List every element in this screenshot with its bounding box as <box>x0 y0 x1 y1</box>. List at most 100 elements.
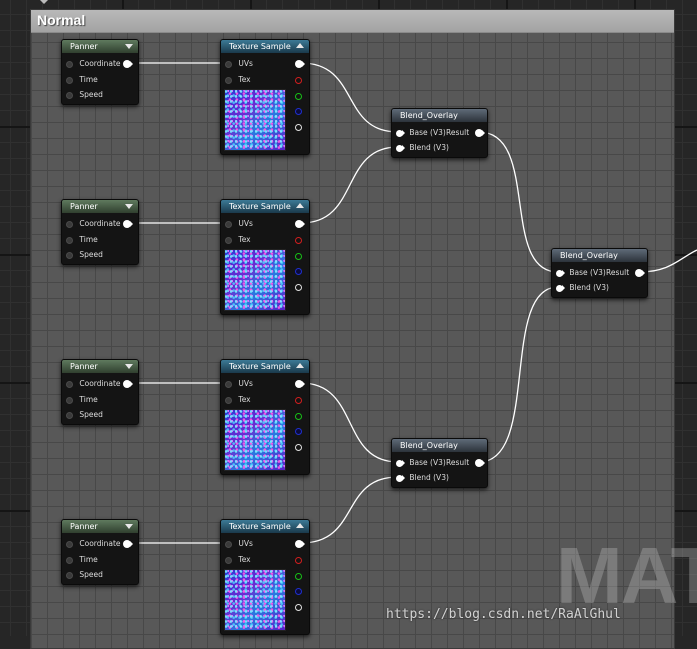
input-pin-icon[interactable] <box>225 556 232 564</box>
white-data-pin-icon[interactable] <box>396 474 403 482</box>
white-data-pin-icon[interactable] <box>123 220 131 228</box>
white-data-pin-icon[interactable] <box>295 60 303 68</box>
texture-output-a[interactable] <box>295 441 302 453</box>
texture-output-g[interactable] <box>295 410 302 422</box>
blend-overlay-node-1[interactable]: Blend_Overlay Base (V3) Blend (V3) Resul… <box>391 108 488 158</box>
red-channel-pin-icon[interactable] <box>295 556 302 564</box>
chevron-down-icon[interactable] <box>125 204 133 209</box>
white-data-pin-icon[interactable] <box>123 60 131 68</box>
white-data-pin-icon[interactable] <box>634 269 643 277</box>
texture-output-b[interactable] <box>295 265 302 277</box>
texture-output-b[interactable] <box>295 105 302 117</box>
panner-output-pin[interactable] <box>123 538 133 550</box>
white-data-pin-icon[interactable] <box>396 459 403 467</box>
green-channel-pin-icon[interactable] <box>295 572 302 580</box>
input-pin-icon[interactable] <box>225 76 232 84</box>
green-channel-pin-icon[interactable] <box>295 92 302 100</box>
input-pin-icon[interactable] <box>225 380 232 388</box>
white-data-pin-icon[interactable] <box>556 269 563 277</box>
alpha-channel-pin-icon[interactable] <box>295 443 302 451</box>
texture-node-header[interactable]: Texture Sample <box>221 40 309 53</box>
blend-node-header[interactable]: Blend_Overlay <box>552 249 647 262</box>
texture-output-g[interactable] <box>295 90 302 102</box>
texture-node-header[interactable]: Texture Sample <box>221 520 309 533</box>
panner-node-header[interactable]: Panner <box>62 360 138 373</box>
texture-output-b[interactable] <box>295 425 302 437</box>
green-channel-pin-icon[interactable] <box>295 252 302 260</box>
input-pin-icon[interactable] <box>66 251 73 259</box>
chevron-down-icon[interactable] <box>125 524 133 529</box>
input-pin-icon[interactable] <box>66 76 73 84</box>
green-channel-pin-icon[interactable] <box>295 412 302 420</box>
chevron-down-icon[interactable] <box>125 44 133 49</box>
chevron-up-icon[interactable] <box>296 43 304 48</box>
white-data-pin-icon[interactable] <box>396 144 403 152</box>
input-pin-icon[interactable] <box>66 556 73 564</box>
blue-channel-pin-icon[interactable] <box>295 107 302 115</box>
input-pin-icon[interactable] <box>66 220 73 228</box>
white-data-pin-icon[interactable] <box>123 540 131 548</box>
input-pin-icon[interactable] <box>225 396 232 404</box>
blend-overlay-node-2[interactable]: Blend_Overlay Base (V3) Blend (V3) Resul… <box>551 248 648 298</box>
chevron-up-icon[interactable] <box>296 523 304 528</box>
chevron-up-icon[interactable] <box>296 203 304 208</box>
blue-channel-pin-icon[interactable] <box>295 427 302 435</box>
input-pin-icon[interactable] <box>66 571 73 579</box>
texture-output-b[interactable] <box>295 585 302 597</box>
texture-output-rgb[interactable] <box>295 58 305 70</box>
blue-channel-pin-icon[interactable] <box>295 267 302 275</box>
texture-output-a[interactable] <box>295 281 302 293</box>
input-pin-icon[interactable] <box>66 60 73 68</box>
texture-output-g[interactable] <box>295 250 302 262</box>
white-data-pin-icon[interactable] <box>295 540 303 548</box>
panner-node-2[interactable]: Panner Coordinate Time Speed <box>61 199 139 265</box>
input-pin-icon[interactable] <box>66 380 73 388</box>
blue-channel-pin-icon[interactable] <box>295 587 302 595</box>
panner-node-header[interactable]: Panner <box>62 40 138 53</box>
comment-header[interactable]: Normal <box>31 10 674 33</box>
panner-node-header[interactable]: Panner <box>62 200 138 213</box>
white-data-pin-icon[interactable] <box>474 459 483 467</box>
input-pin-icon[interactable] <box>66 236 73 244</box>
blend-node-header[interactable]: Blend_Overlay <box>392 109 487 122</box>
texture-output-r[interactable] <box>295 74 302 86</box>
chevron-up-icon[interactable] <box>296 363 304 368</box>
texture-node-header[interactable]: Texture Sample <box>221 200 309 213</box>
texture-output-g[interactable] <box>295 570 302 582</box>
texture-output-rgb[interactable] <box>295 378 305 390</box>
white-data-pin-icon[interactable] <box>295 380 303 388</box>
panner-node-1[interactable]: Panner Coordinate Time Speed <box>61 39 139 105</box>
input-pin-icon[interactable] <box>225 236 232 244</box>
texture-node-header[interactable]: Texture Sample <box>221 360 309 373</box>
input-pin-icon[interactable] <box>66 411 73 419</box>
panner-output-pin[interactable] <box>123 218 133 230</box>
texture-sample-node-4[interactable]: Texture Sample UVs Tex <box>220 519 310 635</box>
panner-output-pin[interactable] <box>123 58 133 70</box>
panner-node-header[interactable]: Panner <box>62 520 138 533</box>
panner-node-3[interactable]: Panner Coordinate Time Speed <box>61 359 139 425</box>
texture-output-rgb[interactable] <box>295 218 305 230</box>
texture-output-r[interactable] <box>295 234 302 246</box>
red-channel-pin-icon[interactable] <box>295 76 302 84</box>
alpha-channel-pin-icon[interactable] <box>295 123 302 131</box>
white-data-pin-icon[interactable] <box>474 129 483 137</box>
texture-sample-node-3[interactable]: Texture Sample UVs Tex <box>220 359 310 475</box>
input-pin-icon[interactable] <box>225 60 232 68</box>
white-data-pin-icon[interactable] <box>295 220 303 228</box>
texture-output-a[interactable] <box>295 121 302 133</box>
alpha-channel-pin-icon[interactable] <box>295 283 302 291</box>
white-data-pin-icon[interactable] <box>556 284 563 292</box>
texture-output-a[interactable] <box>295 601 302 613</box>
texture-output-r[interactable] <box>295 554 302 566</box>
panner-node-4[interactable]: Panner Coordinate Time Speed <box>61 519 139 585</box>
input-pin-icon[interactable] <box>225 540 232 548</box>
texture-sample-node-1[interactable]: Texture Sample UVs Tex <box>220 39 310 155</box>
blend-overlay-node-3[interactable]: Blend_Overlay Base (V3) Blend (V3) Resul… <box>391 438 488 488</box>
texture-sample-node-2[interactable]: Texture Sample UVs Tex <box>220 199 310 315</box>
chevron-down-icon[interactable] <box>125 364 133 369</box>
blend-node-header[interactable]: Blend_Overlay <box>392 439 487 452</box>
texture-output-r[interactable] <box>295 394 302 406</box>
panner-output-pin[interactable] <box>123 378 133 390</box>
input-pin-icon[interactable] <box>66 396 73 404</box>
input-pin-icon[interactable] <box>66 540 73 548</box>
